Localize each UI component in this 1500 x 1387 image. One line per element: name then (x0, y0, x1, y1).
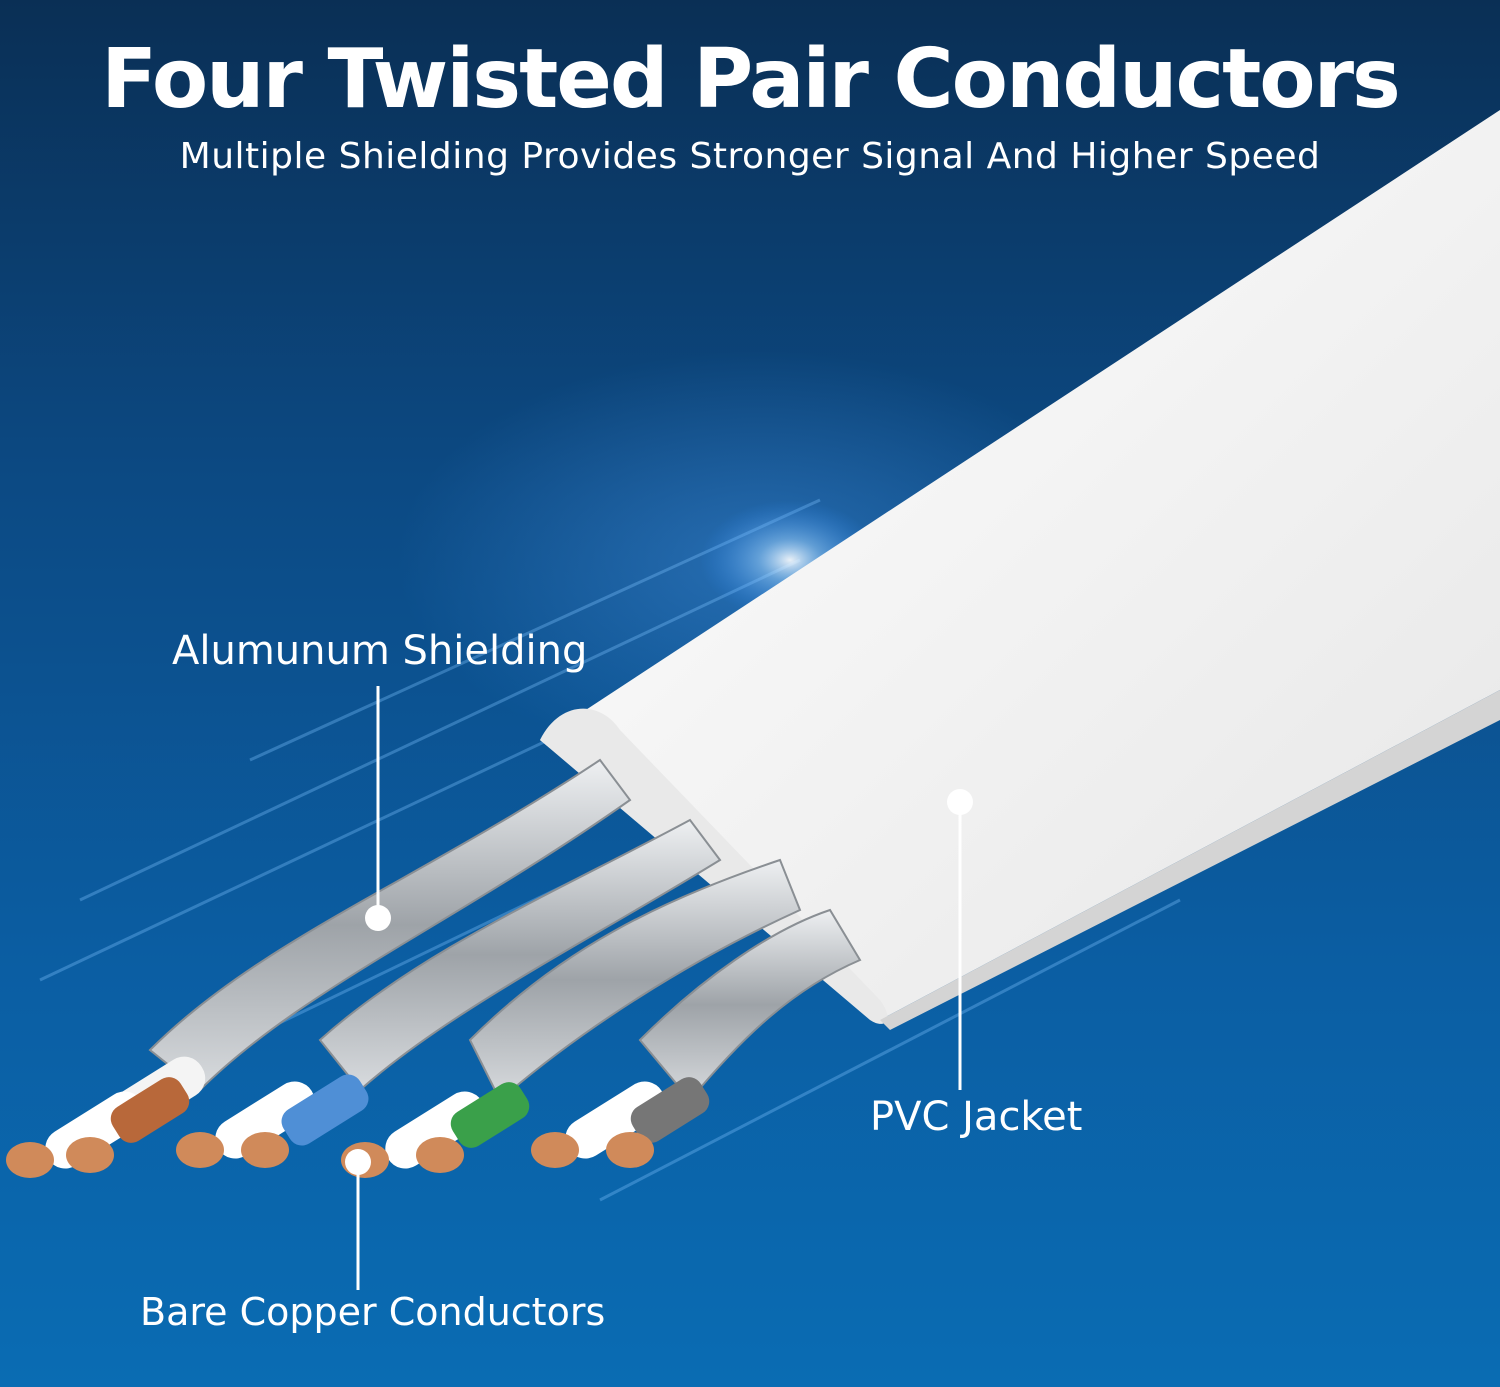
callout-leader-shielding (365, 686, 391, 931)
shielded-pair-2 (176, 818, 722, 1168)
callout-label-shielding: Alumunum Shielding (172, 628, 588, 674)
shielded-pair-4 (531, 908, 862, 1168)
callout-leader-jacket (947, 789, 973, 1090)
shielded-pair-1 (6, 758, 632, 1178)
callout-leader-copper (345, 1149, 371, 1290)
shielded-pair-3 (341, 858, 802, 1178)
callout-label-copper: Bare Copper Conductors (140, 1290, 606, 1334)
pvc-jacket-body (540, 110, 1500, 1030)
page-title: Four Twisted Pair Conductors (101, 32, 1401, 127)
callout-label-jacket: PVC Jacket (870, 1094, 1083, 1140)
page-subtitle: Multiple Shielding Provides Stronger Sig… (179, 136, 1321, 177)
